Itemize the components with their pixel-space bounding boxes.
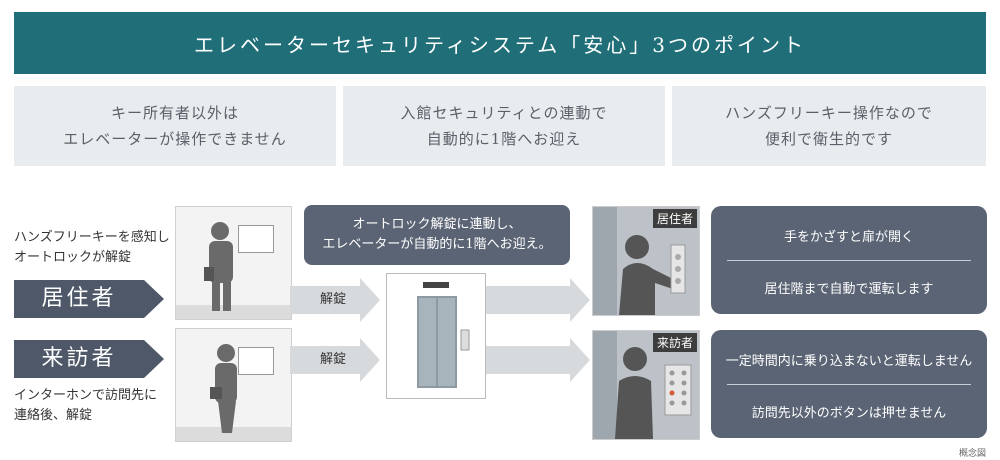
resident-result-2: 居住階まで自動で運転します (764, 282, 934, 297)
visitor-description: インターホンで訪問先に 連絡後、解錠 (14, 386, 157, 426)
resident-elevator-view: 居住者 (592, 206, 700, 316)
visitor-results: 一定時間内に乗り込まないと運転しません 訪問先以外のボタンは押せません (711, 330, 987, 438)
elevator-illustration (386, 273, 486, 399)
visitor-silhouette-icon (210, 344, 237, 433)
visitor-flow-arrow (486, 338, 590, 382)
divider (727, 260, 971, 261)
resident-desc-line2: オートロックが解錠 (14, 250, 132, 265)
visitor-result-2: 訪問先以外のボタンは押せません (751, 406, 947, 421)
elevator-callout: オートロック解錠に連動し、 エレベーターが自動的に1階へお迎え。 (304, 205, 570, 265)
resident-description: ハンズフリーキーを感知し オートロックが解錠 (14, 228, 170, 268)
point-2-line1: 入館セキュリティとの連動で (400, 104, 608, 122)
point-2-line2: 自動的に1階へお迎え (426, 130, 582, 148)
visitor-unlock-label: 解錠 (320, 352, 347, 367)
concept-note: 概念図 (958, 449, 986, 459)
visitor-tag: 来訪者 (652, 333, 697, 352)
resident-unlock-label: 解錠 (320, 292, 347, 307)
arrow-shape (290, 278, 380, 322)
point-3-line1: ハンズフリーキー操作なので (725, 104, 933, 122)
ribbon-arrow-shape (14, 280, 164, 318)
intercom-panel (238, 347, 274, 375)
callout-line2: エレベーターが自動的に1階へお迎え。 (322, 237, 552, 252)
visitor-elevator-view: 来訪者 (592, 330, 700, 440)
visitor-photo (175, 328, 292, 442)
callout-line1: オートロック解錠に連動し、 (352, 217, 522, 232)
elevator-door-icon (417, 282, 470, 388)
visitor-unlock-arrow: 解錠 (290, 338, 380, 386)
visitor-ribbon: 来訪者 (14, 340, 164, 378)
visitor-keypad-icon (593, 331, 692, 439)
resident-ribbon: 居住者 (14, 280, 164, 318)
resident-photo (175, 206, 292, 320)
point-2: 入館セキュリティとの連動で 自動的に1階へお迎え (343, 86, 665, 166)
ribbon-arrow-shape (14, 340, 164, 378)
resident-result-1: 手をかざすと扉が開く (783, 230, 914, 245)
resident-silhouette-icon (204, 222, 233, 311)
visitor-desc-line2: 連絡後、解錠 (14, 408, 93, 423)
visitor-result-1: 一定時間内に乗り込まないと運転しません (725, 354, 973, 369)
auto-lock-panel (238, 225, 274, 253)
resident-results: 手をかざすと扉が開く 居住階まで自動で運転します (711, 206, 987, 314)
point-3: ハンズフリーキー操作なので 便利で衛生的です (672, 86, 986, 166)
title-banner: エレベーターセキュリティシステム「安心」3つのポイント (14, 12, 986, 74)
visitor-desc-line1: インターホンで訪問先に (14, 388, 158, 403)
point-3-line2: 便利で衛生的です (764, 130, 893, 148)
resident-hand-icon (593, 207, 686, 315)
resident-flow-arrow (486, 278, 590, 322)
resident-unlock-arrow: 解錠 (290, 278, 380, 326)
resident-desc-line1: ハンズフリーキーを感知し (14, 230, 170, 245)
point-1: キー所有者以外は エレベーターが操作できません (14, 86, 336, 166)
arrow-shape (290, 338, 380, 382)
divider (727, 384, 971, 385)
page-title: エレベーターセキュリティシステム「安心」3つのポイント (194, 32, 806, 57)
resident-tag: 居住者 (652, 209, 697, 228)
point-1-line1: キー所有者以外は (110, 104, 239, 122)
visitor-label: 来訪者 (41, 346, 117, 371)
point-1-line2: エレベーターが操作できません (63, 130, 287, 148)
resident-label: 居住者 (41, 286, 117, 311)
